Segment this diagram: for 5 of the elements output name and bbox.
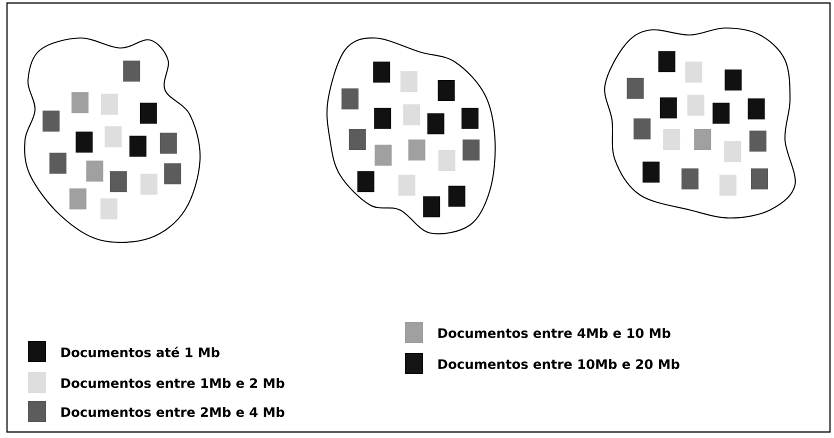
legend-label: Documentos até 1 Mb <box>61 346 220 358</box>
legend-label: Documentos entre 4Mb e 10 Mb <box>438 328 670 338</box>
legend-label: Documentos entre 1Mb e 2 Mb <box>61 378 284 388</box>
legend-label: Documentos entre 10Mb e 20 Mb <box>438 358 680 370</box>
legend-label: Documentos entre 2Mb e 4 Mb <box>61 406 284 418</box>
